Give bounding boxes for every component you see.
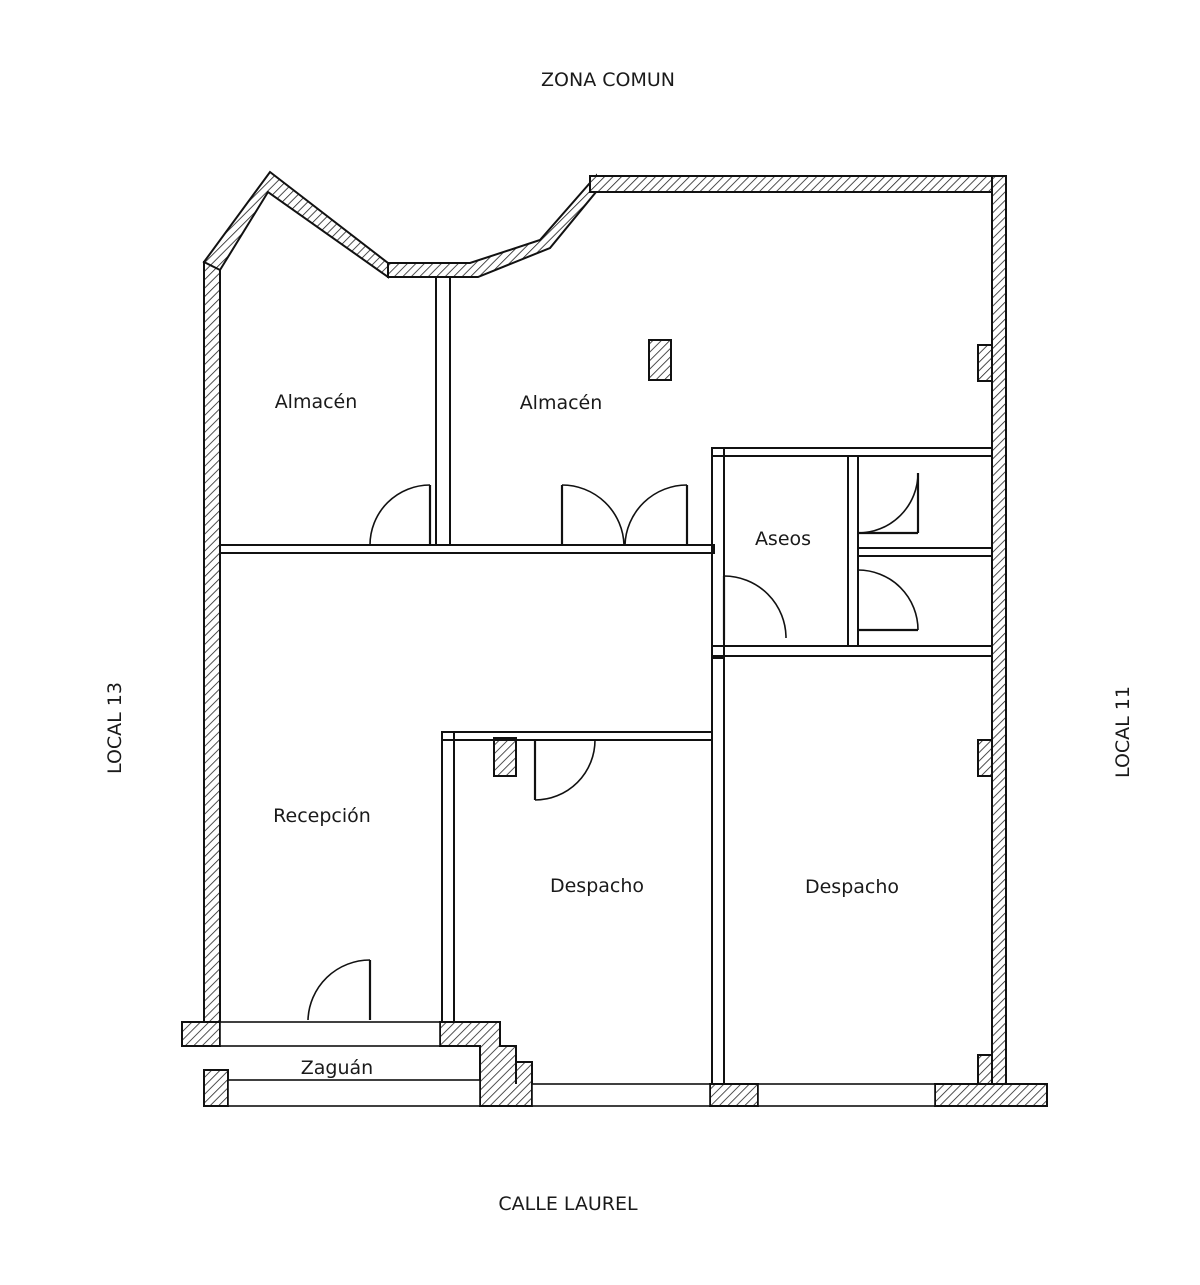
room-label-aseos: Aseos — [755, 528, 811, 550]
label-calle-laurel: CALLE LAUREL — [498, 1193, 638, 1215]
door-wc-upper — [857, 472, 920, 535]
room-label-zaguan: Zaguán — [301, 1057, 373, 1079]
room-label-despacho-left: Despacho — [550, 875, 644, 897]
label-local-13: LOCAL 13 — [104, 682, 126, 774]
interior-walls — [219, 276, 993, 1085]
label-local-11: LOCAL 11 — [1112, 686, 1134, 778]
door-recepcion — [307, 959, 372, 1021]
door-despacho — [533, 739, 596, 801]
door-almacen-right-a — [560, 484, 625, 546]
room-label-almacen-right: Almacén — [520, 392, 603, 414]
label-zona-comun: ZONA COMUN — [541, 69, 675, 91]
door-almacen-right-b — [624, 484, 689, 546]
outer-walls — [181, 170, 1048, 1107]
door-almacen-left — [369, 484, 432, 546]
facade-windows — [219, 1021, 936, 1107]
room-label-almacen-left: Almacén — [275, 391, 358, 413]
door-aseos — [722, 575, 787, 640]
room-label-recepcion: Recepción — [273, 805, 371, 827]
room-label-despacho-right: Despacho — [805, 876, 899, 898]
door-wc-lower — [857, 569, 919, 632]
doors — [307, 472, 920, 1021]
